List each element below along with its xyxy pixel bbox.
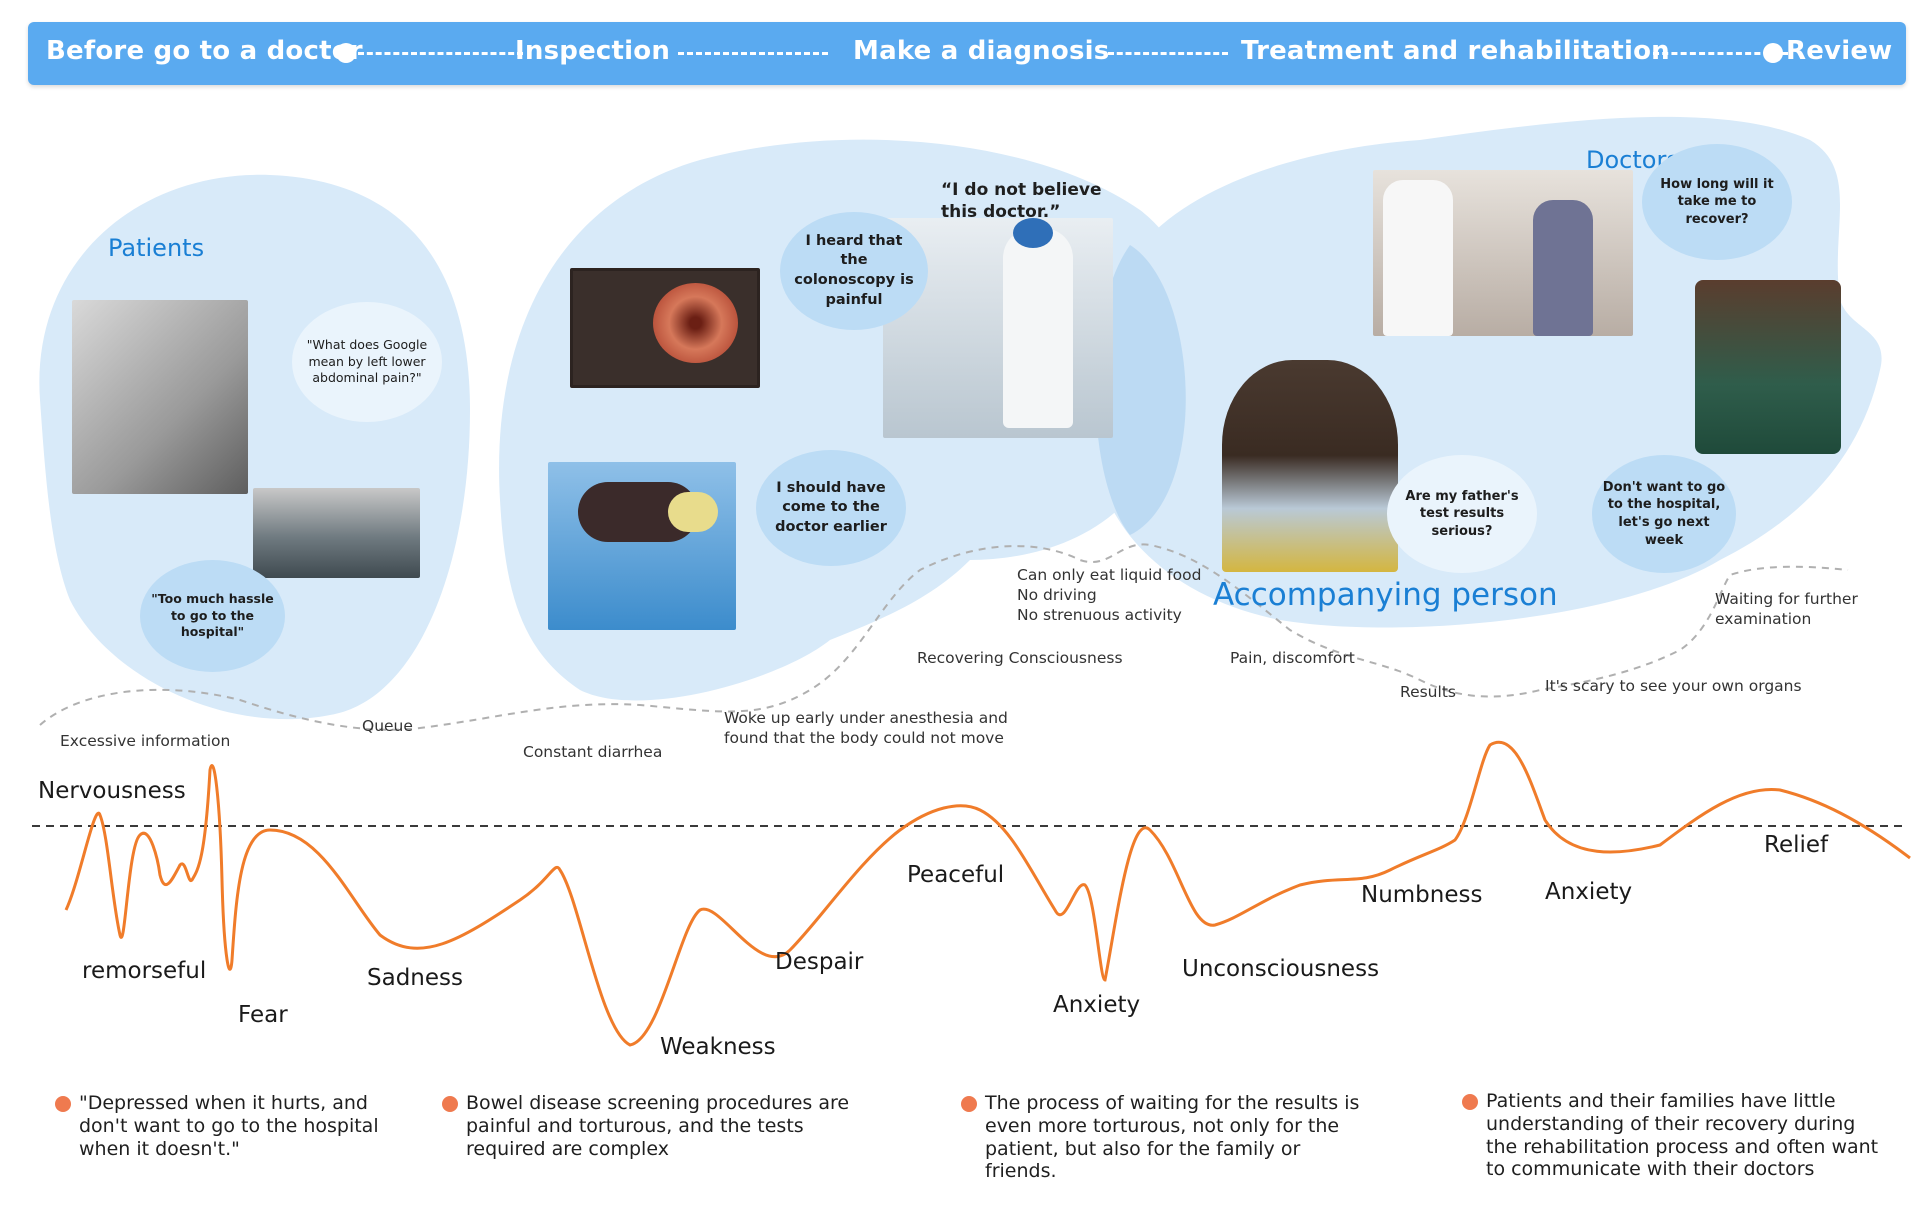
bubble-hassle: "Too much hassle to go to the hospital" [140,560,285,672]
stage-connector [1108,52,1228,55]
emotion-weakness: Weakness [660,1034,776,1060]
insight-bullet-icon [1462,1094,1478,1110]
blob-overlap [1095,245,1186,535]
insight-bullet-icon [442,1096,458,1112]
emotion-numbness: Numbness [1361,882,1483,908]
touchpoint-queue: Queue [362,717,413,735]
insight-text: Bowel disease screening procedures are p… [466,1092,850,1160]
stage-review: Review [1786,36,1893,66]
touchpoint-liquid-food: Can only eat liquid food [1017,566,1202,584]
stage-end-dot [1763,43,1783,63]
touchpoint-path [39,543,1849,731]
stage-bar: Before go to a doctor Inspection Make a … [28,22,1906,85]
touchpoint-woke-line1: Woke up early under anesthesia and [724,709,1008,727]
emotion-nervousness: Nervousness [38,778,186,804]
waiting-person-photo [1695,280,1841,454]
emotion-peaceful: Peaceful [907,862,1005,888]
bubble-earlier: I should have come to the doctor earlier [756,450,906,566]
bubble-google: "What does Google mean by left lower abd… [292,302,442,422]
touchpoint-results: Results [1400,683,1456,701]
insight-text: "Depressed when it hurts, and don't want… [79,1092,379,1160]
stage-diagnosis: Make a diagnosis [853,36,1110,66]
stage-connector [358,52,523,55]
stage-connector [678,52,828,55]
accompanying-person-photo [1222,360,1398,572]
patients-label: Patients [108,234,205,262]
insight-text: The process of waiting for the results i… [985,1092,1360,1183]
emotion-remorseful: remorseful [82,958,207,984]
touchpoint-woke-line2: found that the body could not move [724,729,1004,747]
stage-start-dot [336,43,356,63]
emotion-anxiety-2: Anxiety [1545,879,1633,905]
emotion-unconsciousness: Unconsciousness [1182,956,1380,982]
touchpoint-waiting-line2: examination [1715,610,1812,628]
insight-inspection: Bowel disease screening procedures are p… [442,1092,851,1160]
emotion-relief: Relief [1764,832,1829,858]
touchpoint-recovering: Recovering Consciousness [917,649,1123,667]
touchpoint-waiting-line1: Waiting for further [1715,590,1858,608]
quote-believe: “I do not believe this doctor.” [941,180,1102,223]
doctor-consultation-photo [1373,170,1633,336]
touchpoint-excessive-info: Excessive information [60,732,231,750]
stage-treatment: Treatment and rehabilitation [1241,36,1670,66]
touchpoint-no-driving: No driving [1017,586,1097,604]
touchpoint-pain: Pain, discomfort [1230,649,1355,667]
stage-connector [1653,52,1788,55]
insight-text: Patients and their families have little … [1486,1090,1879,1181]
insight-before-doctor: "Depressed when it hurts, and don't want… [55,1092,379,1160]
bubble-father: Are my father's test results serious? [1387,455,1537,573]
bubble-recover: How long will it take me to recover? [1642,144,1792,260]
touchpoint-diarrhea: Constant diarrhea [523,743,663,761]
touchpoint-no-strenuous: No strenuous activity [1017,606,1182,624]
patient-bed-photo [548,462,736,630]
emotion-despair: Despair [775,949,864,975]
queue-photo [253,488,420,578]
emotion-curve [64,741,1911,1047]
touchpoint-scary: It's scary to see your own organs [1545,677,1802,695]
insight-treatment: Patients and their families have little … [1462,1090,1886,1181]
stage-before-doctor: Before go to a doctor [46,36,363,66]
emotion-fear: Fear [238,1002,288,1028]
emotion-anxiety-1: Anxiety [1053,992,1141,1018]
stage-inspection: Inspection [515,36,671,66]
accompanying-label: Accompanying person [1213,577,1558,613]
colonoscopy-monitor-photo [570,268,760,388]
insight-diagnosis: The process of waiting for the results i… [961,1092,1365,1183]
emotion-sadness: Sadness [367,965,463,991]
bubble-colonoscopy: I heard that the colonoscopy is painful [780,212,928,330]
insight-bullet-icon [55,1096,71,1112]
bubble-next-week: Don't want to go to the hospital, let's … [1592,455,1736,573]
insight-bullet-icon [961,1096,977,1112]
stomach-pain-photo [72,300,248,494]
